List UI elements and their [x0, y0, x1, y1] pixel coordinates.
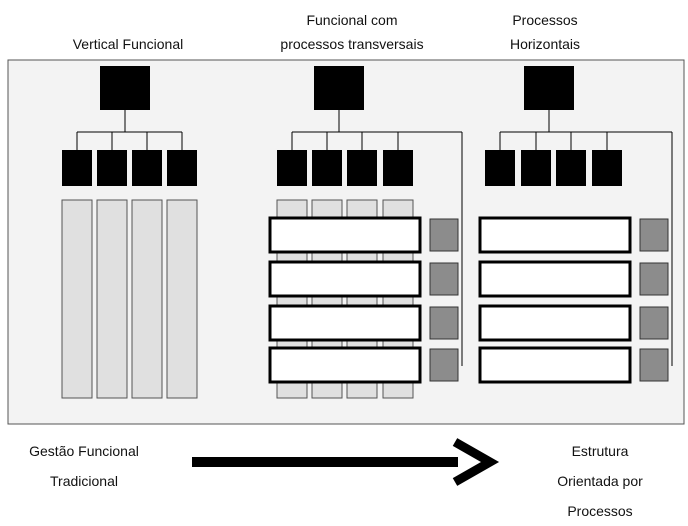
vertical-unit-4	[167, 150, 197, 186]
vertical-unit-1	[62, 150, 92, 186]
horizontal-top-unit	[524, 66, 574, 110]
horizontal-owner-3	[639, 306, 669, 340]
horizontal-owner-2	[639, 262, 669, 296]
vertical-top-unit	[100, 66, 150, 110]
transversal-process-2	[268, 260, 422, 298]
footer-right-line3: Processos	[567, 503, 633, 519]
header-horizontal-line1: Processos	[512, 12, 578, 28]
horizontal-owner-1	[639, 218, 669, 252]
vertical-unit-3	[132, 150, 162, 186]
horizontal-unit-3	[556, 150, 586, 186]
vertical-column-2	[96, 199, 128, 399]
transversal-unit-1	[277, 150, 307, 186]
footer-left-line1: Gestão Funcional	[29, 443, 139, 459]
footer-left-line2: Tradicional	[50, 473, 118, 489]
transversal-owner-3	[429, 306, 459, 340]
header-transversal-line2: processos transversais	[280, 36, 424, 52]
horizontal-process-4	[478, 346, 632, 384]
transversal-owner-1	[429, 218, 459, 252]
header-vertical-line1: Vertical Funcional	[72, 36, 184, 52]
header-transversal: Funcional com processos transversais	[252, 8, 452, 56]
transversal-unit-4	[383, 150, 413, 186]
transversal-process-4	[268, 346, 422, 384]
horizontal-owner-4	[639, 348, 669, 382]
footer-left: Gestão Funcional Tradicional	[4, 436, 164, 496]
vertical-unit-2	[97, 150, 127, 186]
header-transversal-line1: Funcional com	[306, 12, 398, 28]
header-vertical: Vertical Funcional	[40, 32, 216, 56]
horizontal-unit-1	[485, 150, 515, 186]
footer-right: Estrutura Orientada por Processos	[520, 436, 680, 526]
header-horizontal: Processos Horizontais	[470, 8, 620, 56]
footer-right-line2: Orientada por	[557, 473, 643, 489]
vertical-column-4	[166, 199, 198, 399]
header-horizontal-line2: Horizontais	[509, 36, 581, 52]
footer-right-line1: Estrutura	[571, 443, 629, 459]
transversal-top-unit	[314, 66, 364, 110]
transversal-owner-2	[429, 262, 459, 296]
transversal-owner-4	[429, 348, 459, 382]
horizontal-unit-2	[521, 150, 551, 186]
horizontal-unit-4	[592, 150, 622, 186]
horizontal-process-1	[478, 216, 632, 254]
horizontal-process-3	[478, 304, 632, 342]
transversal-process-3	[268, 304, 422, 342]
vertical-column-1	[61, 199, 93, 399]
transversal-unit-2	[312, 150, 342, 186]
vertical-column-3	[131, 199, 163, 399]
horizontal-process-2	[478, 260, 632, 298]
transversal-process-1	[268, 216, 422, 254]
transversal-unit-3	[347, 150, 377, 186]
evolution-arrow-head	[452, 438, 500, 486]
